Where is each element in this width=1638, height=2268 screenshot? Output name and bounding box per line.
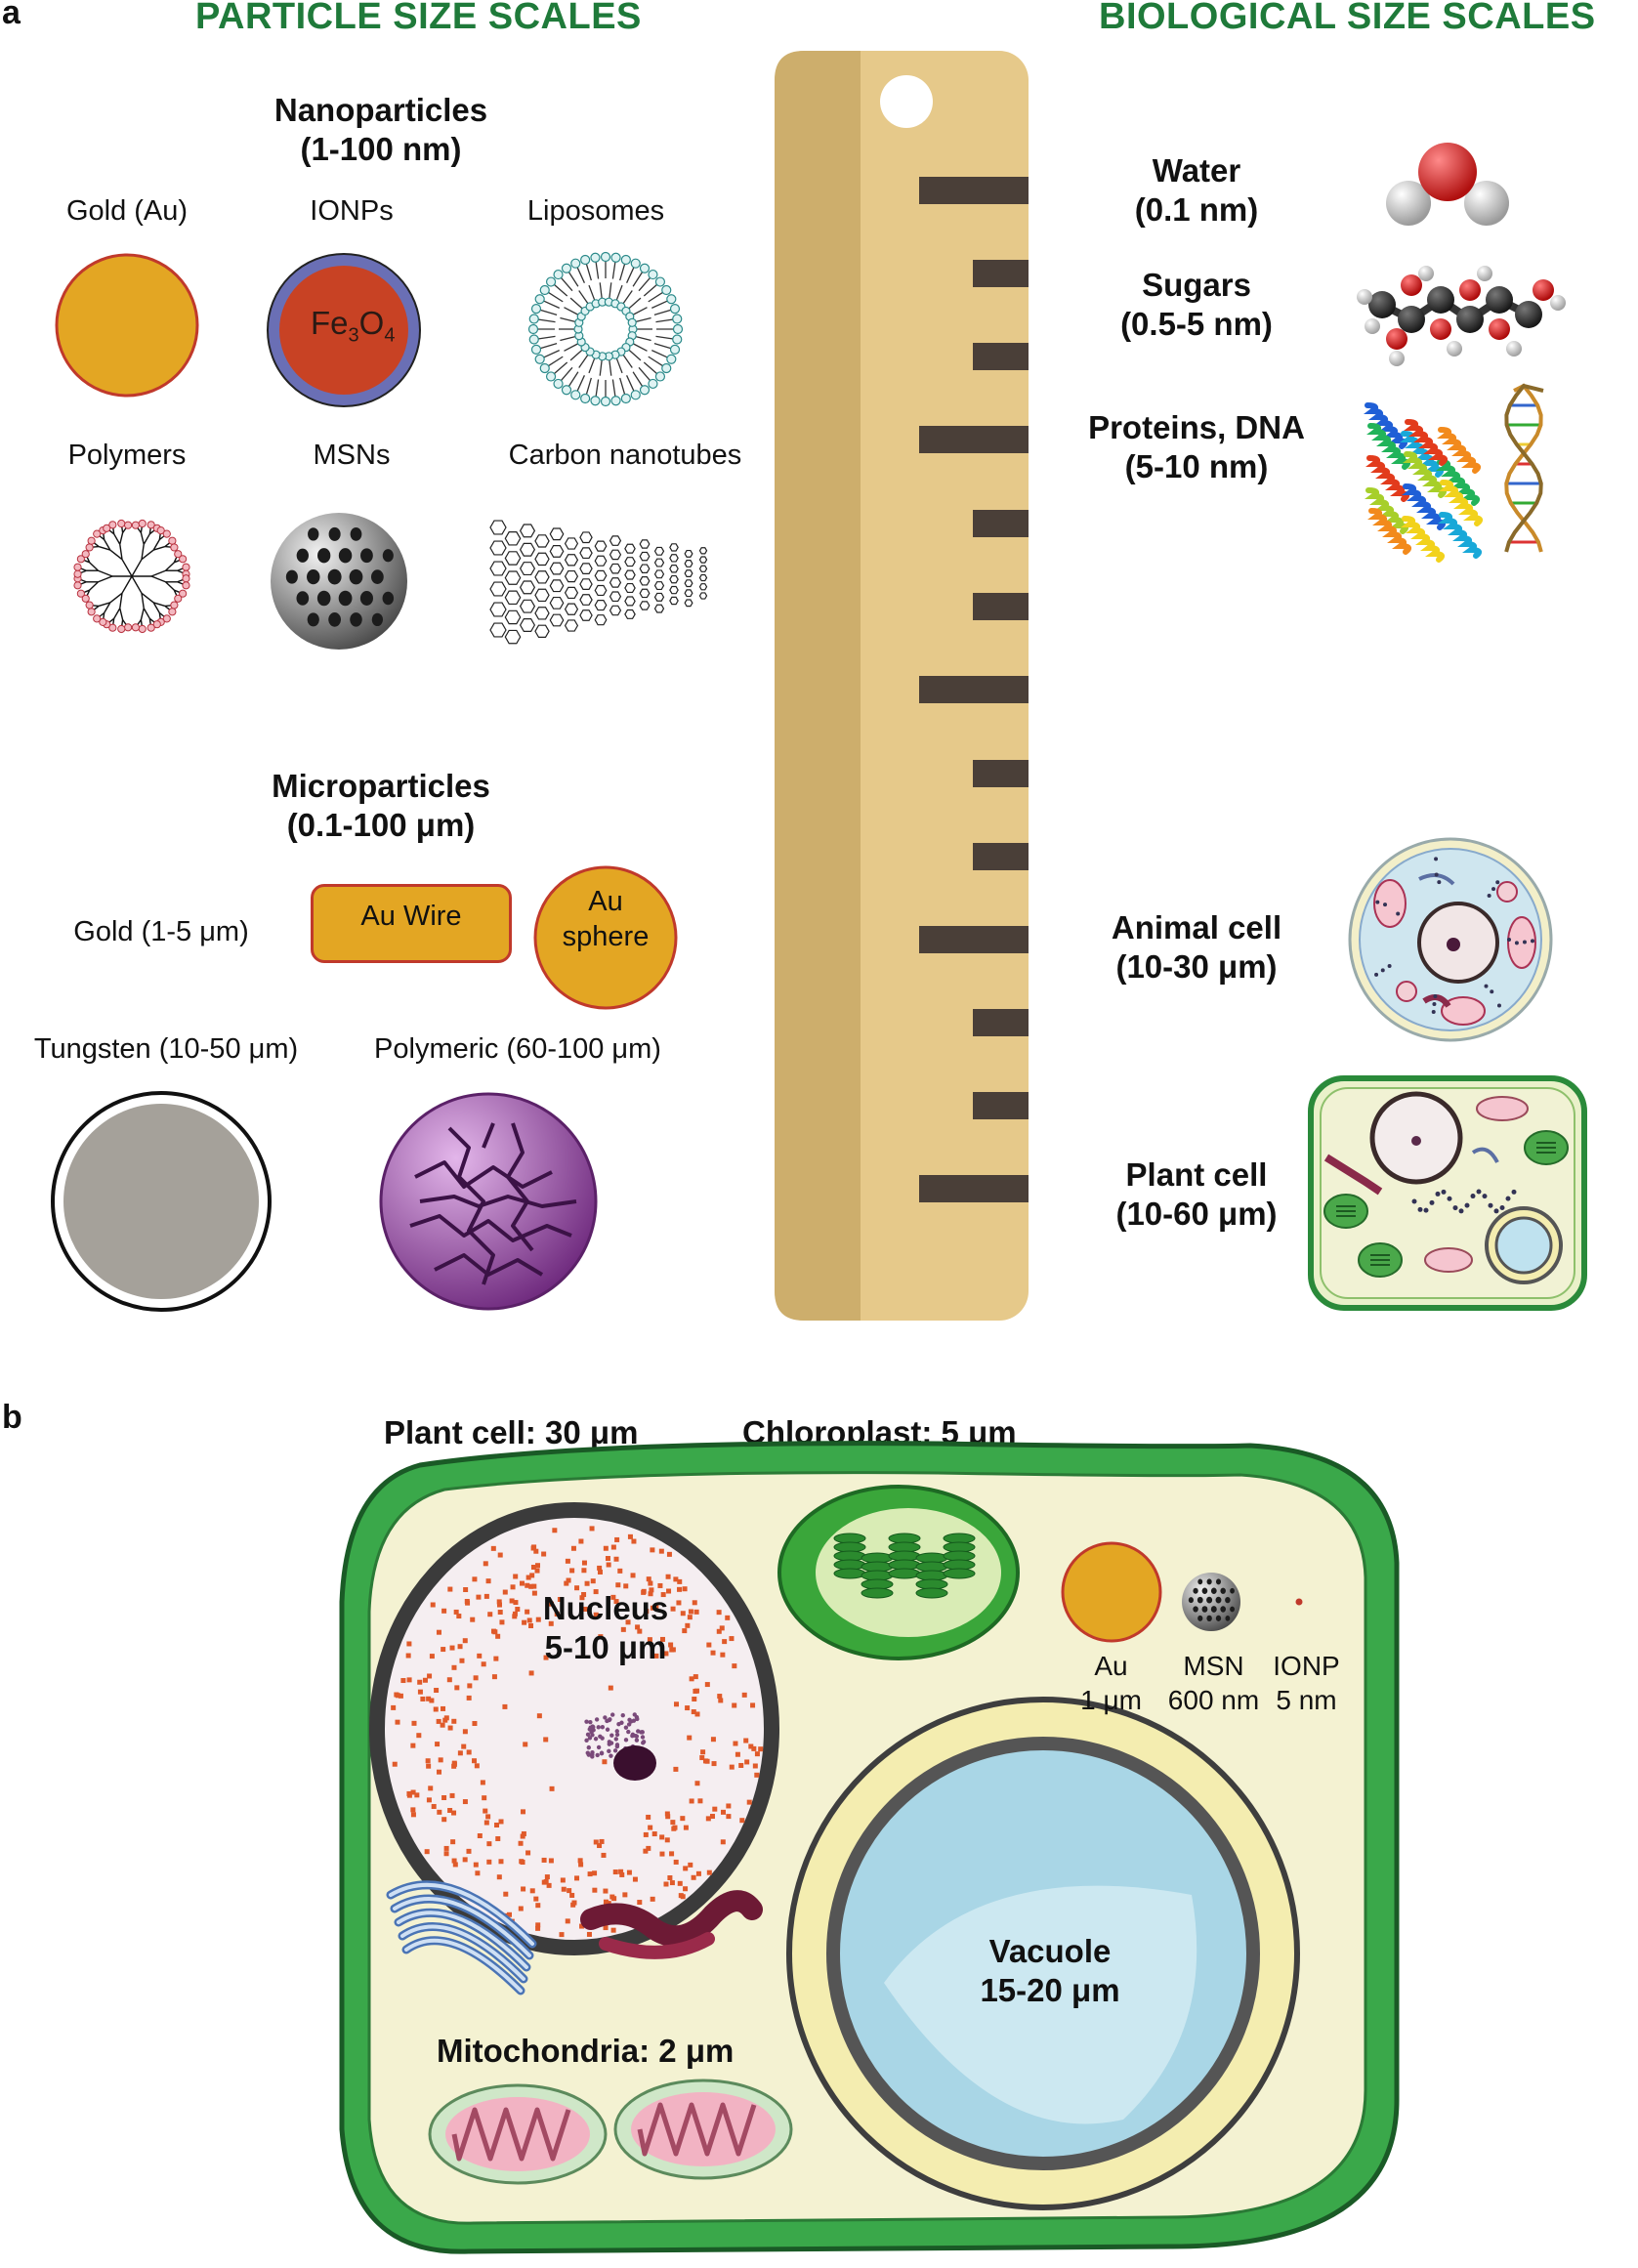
nucleus-label: Nucleus 5-10 μm (508, 1589, 703, 1666)
mitochondria-size-label: Mitochondria: 2 μm (437, 2032, 734, 2071)
msn-scale-label: MSN 600 nm (1157, 1649, 1270, 1717)
ionp-scale-label: IONP 5 nm (1260, 1649, 1353, 1717)
au-scale-label: Au 1 μm (1060, 1649, 1162, 1717)
vacuole-label: Vacuole 15-20 μm (943, 1932, 1157, 2009)
